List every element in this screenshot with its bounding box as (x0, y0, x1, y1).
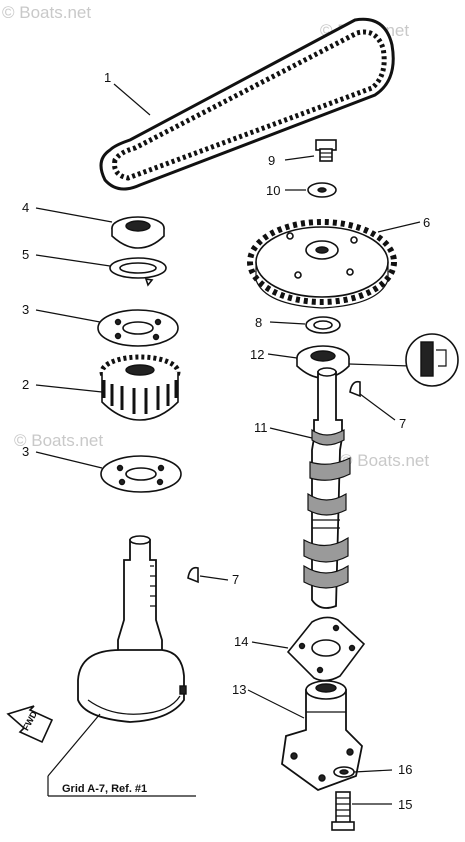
callout-4: 4 (22, 200, 29, 215)
callout-1: 1 (104, 70, 111, 85)
timing-belt (99, 17, 395, 191)
watermark-mid-left: © Boats.net (14, 431, 103, 450)
grid-reference-caption: Grid A-7, Ref. #1 (62, 783, 147, 795)
callout-7-upper: 7 (399, 416, 406, 431)
drive-gear-2 (99, 354, 181, 421)
leader-3-lower (35, 451, 103, 469)
key-7-upper (349, 380, 361, 398)
bolt-9 (315, 139, 337, 162)
callout-2: 2 (22, 377, 29, 392)
gasket-14 (286, 616, 366, 682)
oil-seal-4 (111, 216, 165, 249)
washer-10 (307, 182, 337, 198)
seal-detail-inset (348, 333, 459, 387)
leader-12 (267, 353, 298, 359)
caption-leader (47, 713, 101, 777)
watermark-top-left: © Boats.net (2, 3, 91, 22)
callout-3-upper: 3 (22, 302, 29, 317)
flange-3-lower (100, 455, 182, 493)
leader-11 (269, 427, 313, 439)
callout-16: 16 (398, 762, 412, 777)
callout-6: 6 (423, 215, 430, 230)
callout-12: 12 (250, 347, 264, 362)
leader-3-upper (35, 309, 101, 323)
callout-11: 11 (254, 420, 268, 435)
flange-3-upper (97, 309, 179, 347)
leader-16 (353, 769, 393, 773)
leader-13 (247, 689, 305, 719)
plate-5 (109, 257, 167, 287)
callout-3-lower: 3 (22, 444, 29, 459)
leader-9 (284, 155, 315, 161)
callout-9: 9 (268, 153, 275, 168)
leader-2 (35, 384, 103, 393)
leader-4 (35, 207, 113, 223)
callout-13: 13 (232, 682, 246, 697)
leader-6 (377, 221, 421, 233)
callout-5: 5 (22, 247, 29, 262)
camshaft-pulley (247, 219, 397, 309)
leader-8 (269, 321, 306, 325)
callout-8: 8 (255, 315, 262, 330)
washer-16 (333, 766, 355, 778)
callout-15: 15 (398, 797, 412, 812)
leader-1 (113, 83, 151, 116)
watermark-mid-right: © Boats.net (340, 451, 429, 470)
callout-14: 14 (234, 634, 248, 649)
leader-14 (251, 641, 289, 649)
forward-arrow-icon: FWD (6, 705, 54, 744)
key-7-lower (187, 566, 199, 584)
leader-7-upper (359, 393, 396, 421)
housing-13 (281, 680, 363, 792)
callout-10: 10 (266, 183, 280, 198)
o-ring-8 (305, 316, 341, 334)
crankshaft (77, 535, 187, 723)
leader-5 (35, 254, 111, 267)
camshaft (303, 367, 351, 609)
callout-7-lower: 7 (232, 572, 239, 587)
bolt-15 (331, 791, 355, 831)
leader-7-lower (199, 575, 229, 581)
